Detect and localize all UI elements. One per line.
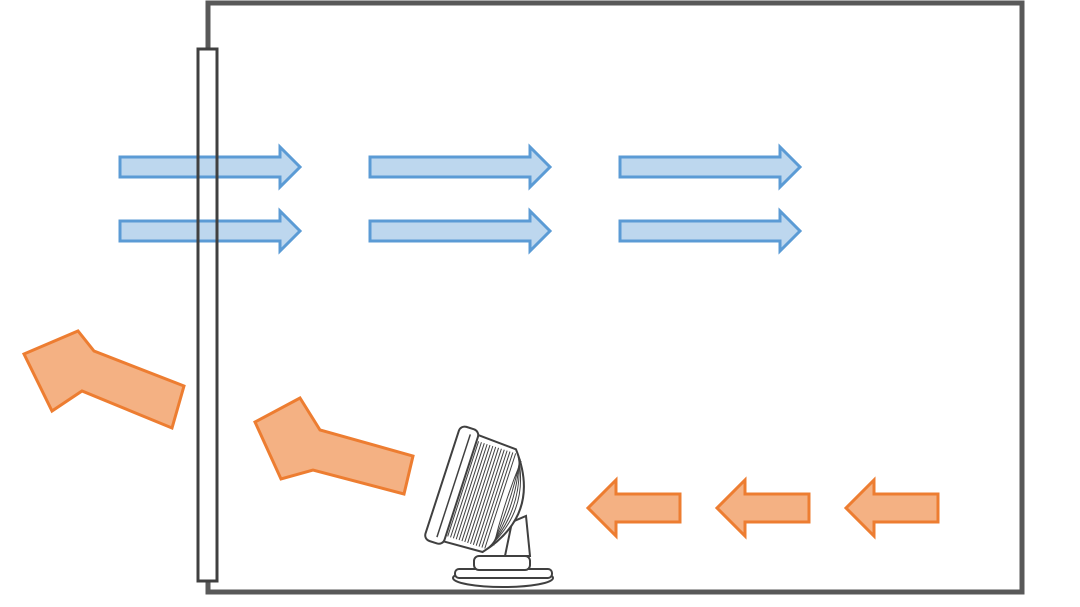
fan-grille-rib	[458, 444, 491, 541]
warm-air-exhaust-arrow	[253, 396, 415, 496]
warm-air-exhaust-flow	[21, 329, 415, 496]
cool-air-arrow	[118, 207, 303, 255]
cool-air-flow	[118, 143, 803, 255]
fan-grille-rib	[447, 441, 480, 537]
fan-grille-rib	[461, 445, 494, 542]
fan-grille-rib	[452, 443, 485, 539]
warm-air-exhaust-arrow	[21, 329, 186, 431]
warm-air-arrow	[585, 476, 682, 540]
cool-air-arrow	[118, 143, 303, 191]
fan-grille-rib	[470, 448, 502, 545]
fan-grille-rib	[450, 442, 482, 538]
fan-grille-rib	[481, 452, 514, 548]
cool-air-arrow	[618, 207, 803, 255]
warm-air-arrow	[714, 476, 811, 540]
fan-front-ring	[424, 425, 480, 545]
warm-air-floor-flow	[585, 476, 940, 540]
warm-air-arrow	[843, 476, 940, 540]
fan-grille-rib	[455, 443, 488, 540]
fan-grille-rib	[475, 450, 508, 546]
window-frame	[196, 47, 219, 583]
cool-air-arrow	[618, 143, 803, 191]
fan-grille-rib	[464, 446, 497, 543]
fan-grille-rib	[472, 449, 505, 545]
fan-grille	[447, 441, 522, 550]
fan-grille-curve	[493, 460, 522, 546]
cool-air-arrow	[368, 143, 553, 191]
fan-grille-rib	[484, 453, 517, 549]
fan-grille-rib	[467, 447, 500, 544]
fan-front-line	[436, 434, 472, 538]
fan-stand	[473, 555, 531, 571]
window-edge	[196, 49, 219, 581]
fan-grille-rib	[478, 451, 511, 547]
circulator-fan-icon	[424, 425, 554, 588]
cool-air-arrow	[368, 207, 553, 255]
